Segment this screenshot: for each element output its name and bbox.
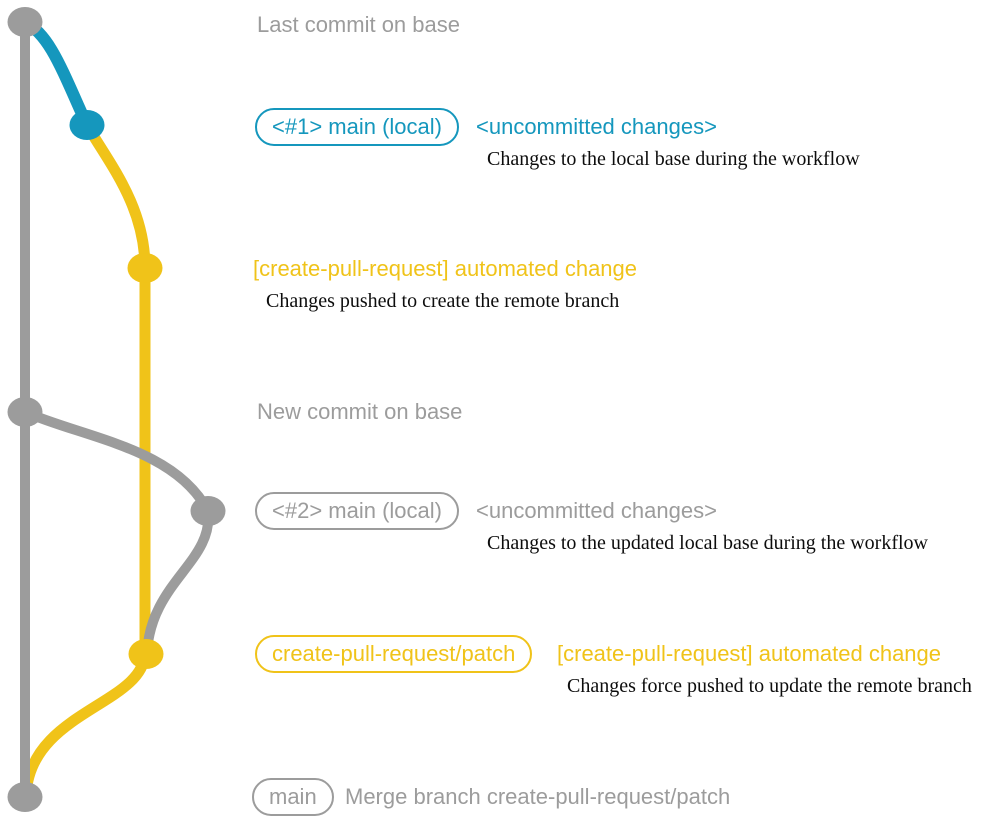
commit-dot-local-main-2 [190,496,226,526]
heading-automated-change-2: [create-pull-request] automated change [557,641,942,666]
commit-dot-patch-1 [127,253,163,283]
commit-dot-merge [7,782,43,812]
branch-label-patch: create-pull-request/patch [255,635,533,673]
caption-merge-branch: Merge branch create-pull-request/patch [345,784,731,809]
heading-automated-change-1: [create-pull-request] automated change [253,256,638,281]
heading-uncommitted-changes-2: <uncommitted changes> [476,498,717,523]
commit-dot-last-base [7,7,43,37]
commit-dot-local-main-1 [69,110,105,140]
patch-branch-line [81,119,151,660]
heading-uncommitted-changes-1: <uncommitted changes> [476,114,717,139]
note-local-base-changes: Changes to the local base during the wor… [487,148,860,170]
note-updated-local-base-changes: Changes to the updated local base during… [487,532,928,554]
git-graph [7,7,226,812]
note-force-pushed: Changes force pushed to update the remot… [567,675,972,697]
commit-dot-patch-2 [128,639,164,669]
rebase-curve [142,506,214,659]
commit-dot-new-base [7,397,43,427]
caption-last-commit-on-base: Last commit on base [257,12,460,37]
branch-label-main-local-2: <#2> main (local) [255,492,459,530]
caption-new-commit-on-base: New commit on base [257,399,463,424]
patch-merge-curve [20,648,151,801]
base-update-curve [20,407,213,516]
note-pushed-to-create: Changes pushed to create the remote bran… [266,290,620,312]
branch-label-main: main [252,778,334,816]
branch-label-main-local-1: <#1> main (local) [255,108,459,146]
local-main-branch-curve [19,16,93,131]
